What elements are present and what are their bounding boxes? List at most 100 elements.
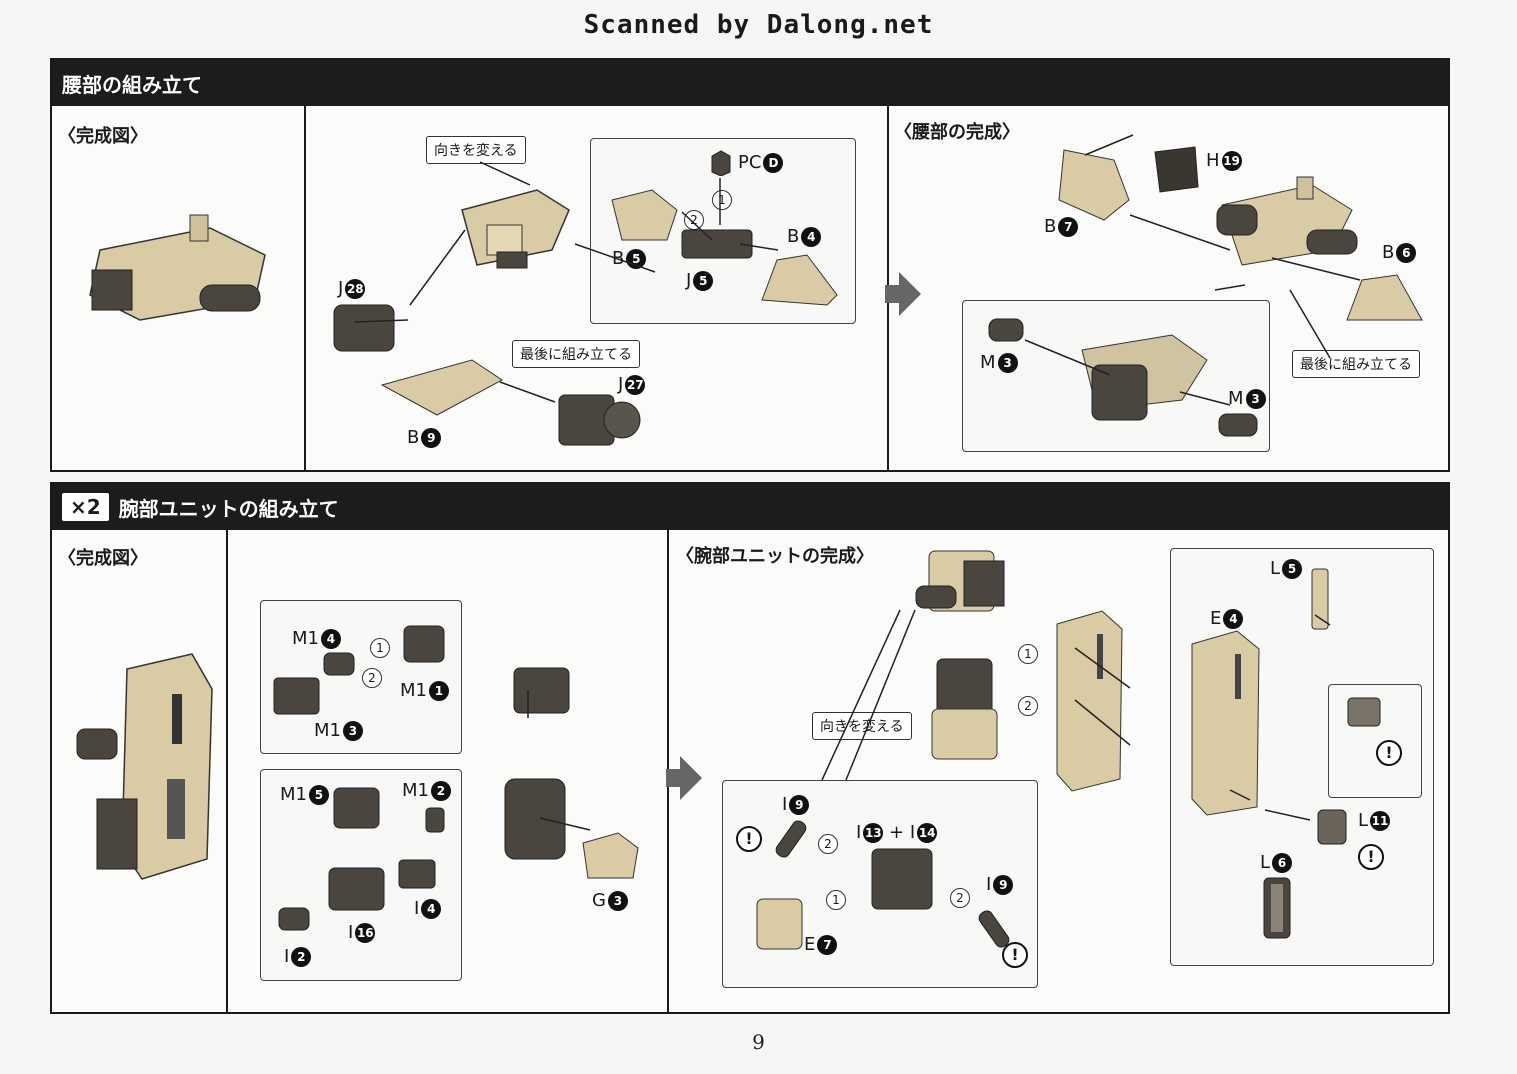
b4-part — [761, 254, 838, 306]
m13-part — [273, 677, 320, 715]
page-number: 9 — [752, 1030, 765, 1054]
step-1-badge: 1 — [712, 190, 732, 210]
j5-part — [681, 229, 753, 259]
quantity-badge: ×2 — [62, 493, 109, 521]
assemble-last-callout: 最後に組み立てる — [512, 340, 640, 368]
shoulder-cap-part — [513, 667, 570, 714]
b5-part — [611, 189, 678, 241]
l5-part — [1311, 568, 1329, 630]
next-arrow — [666, 756, 702, 800]
step-2-badge: 2 — [362, 668, 382, 688]
waist-complete-label: 〈腰部の完成〉 — [894, 122, 1020, 143]
arm-unit-assembly-title: 腕部ユニットの組み立て — [118, 496, 339, 521]
scan-credit: Scanned by Dalong.net — [583, 10, 934, 40]
turn-around-callout: 向きを変える — [812, 712, 912, 740]
waist-complete-illustration — [89, 214, 266, 321]
waist-core-part — [461, 189, 570, 269]
l6-part — [1263, 877, 1291, 939]
i13-i14-part — [871, 848, 933, 910]
l11-part — [1317, 809, 1347, 845]
b6-part — [1346, 274, 1423, 321]
step-2-badge: 2 — [1018, 696, 1038, 716]
m12-part — [425, 807, 445, 833]
e7-part — [756, 898, 803, 950]
pc-part — [711, 150, 731, 176]
i4-part — [398, 859, 436, 889]
arm-unit-assembly-header: ×2 腕部ユニットの組み立て — [52, 484, 1448, 530]
turn-around-callout: 向きを変える — [426, 136, 526, 164]
l11-zoom-part — [1347, 697, 1381, 727]
waist-assembled-part — [1216, 176, 1358, 266]
waist-joint-part — [1081, 334, 1208, 421]
m16-body-part — [328, 867, 385, 911]
m11-part — [403, 625, 445, 663]
caution-icon: ! — [1376, 740, 1402, 766]
divider — [304, 106, 306, 472]
arm-armor-part — [1056, 610, 1123, 792]
e4-part — [1191, 630, 1260, 816]
arm-unit-complete-illustration — [76, 653, 213, 880]
waist-assembly-title: 腰部の組み立て — [62, 72, 202, 97]
arm-lower-assembly-part — [931, 658, 998, 760]
g3-part — [582, 832, 639, 879]
i2-part — [278, 907, 310, 931]
step-1-badge: 1 — [826, 890, 846, 910]
arm-core-part — [504, 778, 566, 860]
step-1-badge: 1 — [1018, 644, 1038, 664]
caution-icon: ! — [1358, 844, 1384, 870]
m14-part — [323, 652, 355, 676]
next-arrow — [885, 272, 921, 316]
step-2-badge: 2 — [950, 888, 970, 908]
complete-figure-label: 〈完成図〉 — [58, 126, 148, 147]
b7-part — [1058, 149, 1130, 221]
j28-part — [333, 304, 395, 352]
j27-part — [558, 394, 641, 446]
i9-part — [775, 820, 807, 858]
complete-figure-label: 〈完成図〉 — [58, 548, 148, 569]
m3-part-2 — [1218, 413, 1258, 437]
m15-part — [333, 787, 380, 829]
assemble-last-callout-2: 最後に組み立てる — [1292, 350, 1420, 378]
arm-unit-complete-label: 〈腕部ユニットの完成〉 — [676, 546, 874, 567]
m3-part — [988, 318, 1024, 342]
caution-icon: ! — [736, 826, 762, 852]
step-2-badge: 2 — [818, 834, 838, 854]
divider — [226, 530, 228, 1014]
h19-part — [1154, 146, 1199, 193]
arm-upper-assembly-part — [915, 550, 1005, 612]
b9-part — [380, 359, 503, 416]
waist-assembly-header: 腰部の組み立て — [52, 60, 1448, 106]
caution-icon: ! — [1002, 942, 1028, 968]
